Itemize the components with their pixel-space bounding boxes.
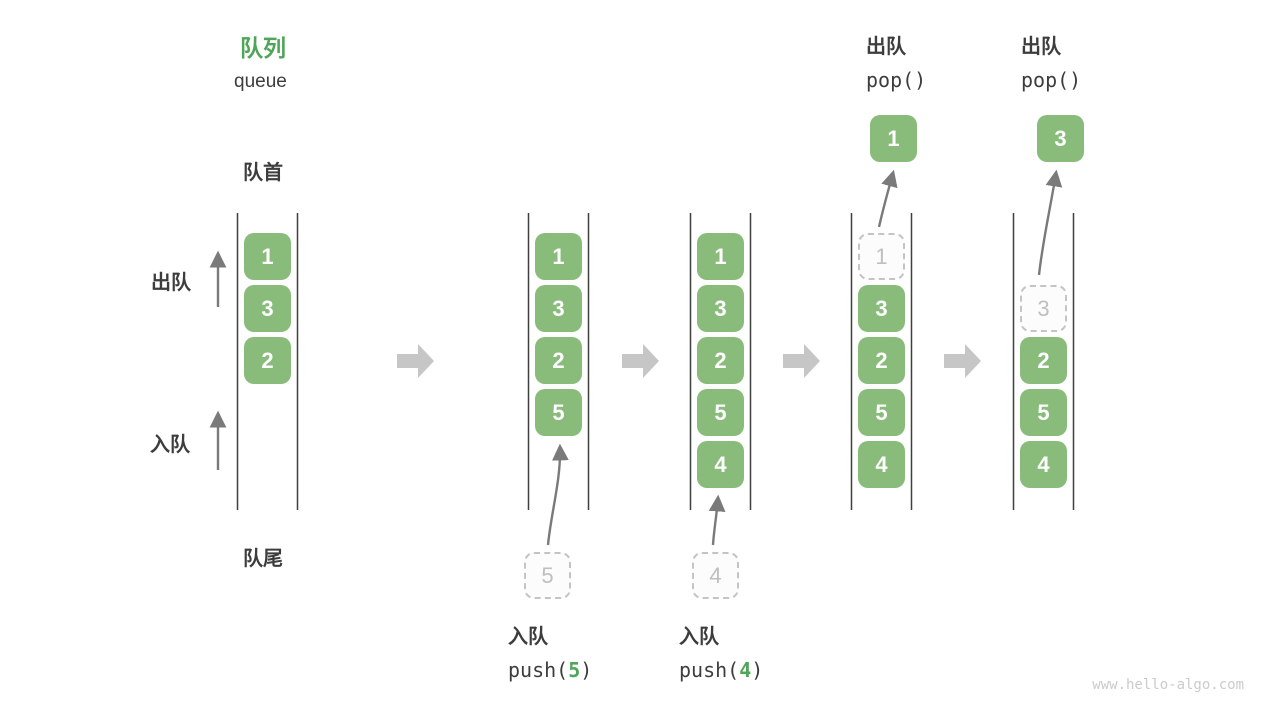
push-label-zh: 入队	[508, 626, 548, 648]
queue-slot: 5	[1020, 389, 1067, 436]
queue-slot: 4	[697, 441, 744, 488]
flow-arrow-icon	[622, 344, 659, 378]
page-title: 队列	[240, 35, 286, 61]
queue-slot: 4	[1020, 441, 1067, 488]
enqueue-side-label: 入队	[150, 434, 190, 456]
queue-slot: 5	[858, 389, 905, 436]
push-operation-label: 入队 push(4)	[679, 620, 763, 682]
queue-slot: 2	[858, 337, 905, 384]
pop-operation-label: 出队 pop()	[1021, 30, 1081, 92]
queue-slot: 3	[697, 285, 744, 332]
watermark: www.hello-algo.com	[1092, 677, 1244, 693]
queue-slot-dashed: 1	[858, 233, 905, 280]
queue-front-label: 队首	[243, 162, 283, 184]
queue-slot: 5	[697, 389, 744, 436]
pop-label-zh: 出队	[1021, 36, 1061, 58]
dequeue-side-label: 出队	[151, 272, 191, 294]
popped-item: 3	[1037, 115, 1084, 162]
queue-slot: 1	[697, 233, 744, 280]
queue-slot: 1	[535, 233, 582, 280]
push-code-post: )	[580, 658, 593, 682]
queue-slot: 3	[535, 285, 582, 332]
push-code-pre: push(	[679, 658, 740, 682]
pop-label-code: pop()	[1021, 68, 1082, 92]
queue-slot: 3	[244, 285, 291, 332]
pop-label-code: pop()	[866, 68, 927, 92]
push-code-arg: 4	[739, 658, 752, 682]
push-label-code: push(4)	[679, 658, 763, 682]
queue-slot: 5	[535, 389, 582, 436]
push-label-zh: 入队	[679, 626, 719, 648]
queue-slot: 4	[858, 441, 905, 488]
pop-operation-label: 出队 pop()	[866, 30, 926, 92]
push-label-code: push(5)	[508, 658, 592, 682]
flow-arrow-icon	[397, 344, 434, 378]
queue-slot: 1	[244, 233, 291, 280]
queue-slot: 2	[535, 337, 582, 384]
push-code-pre: push(	[508, 658, 569, 682]
queue-slot: 2	[1020, 337, 1067, 384]
push-code-post: )	[751, 658, 764, 682]
push-code-arg: 5	[568, 658, 581, 682]
staged-item: 4	[692, 552, 739, 599]
staged-item: 5	[524, 552, 571, 599]
pop-label-zh: 出队	[866, 36, 906, 58]
queue-slot: 2	[697, 337, 744, 384]
push-operation-label: 入队 push(5)	[508, 620, 592, 682]
queue-slot-dashed: 3	[1020, 285, 1067, 332]
queue-slot: 2	[244, 337, 291, 384]
queue-slot: 3	[858, 285, 905, 332]
queue-container-lines	[236, 213, 1075, 510]
push4-arrow-icon	[708, 494, 726, 546]
pop3-arrow-icon	[1037, 169, 1063, 276]
push5-arrow-icon	[546, 443, 569, 546]
flow-arrow-icon	[944, 344, 981, 378]
page-subtitle: queue	[234, 71, 287, 92]
pop1-arrow-icon	[877, 169, 898, 228]
flow-arrow-icon	[783, 344, 820, 378]
popped-item: 1	[870, 115, 917, 162]
queue-rear-label: 队尾	[243, 548, 283, 570]
